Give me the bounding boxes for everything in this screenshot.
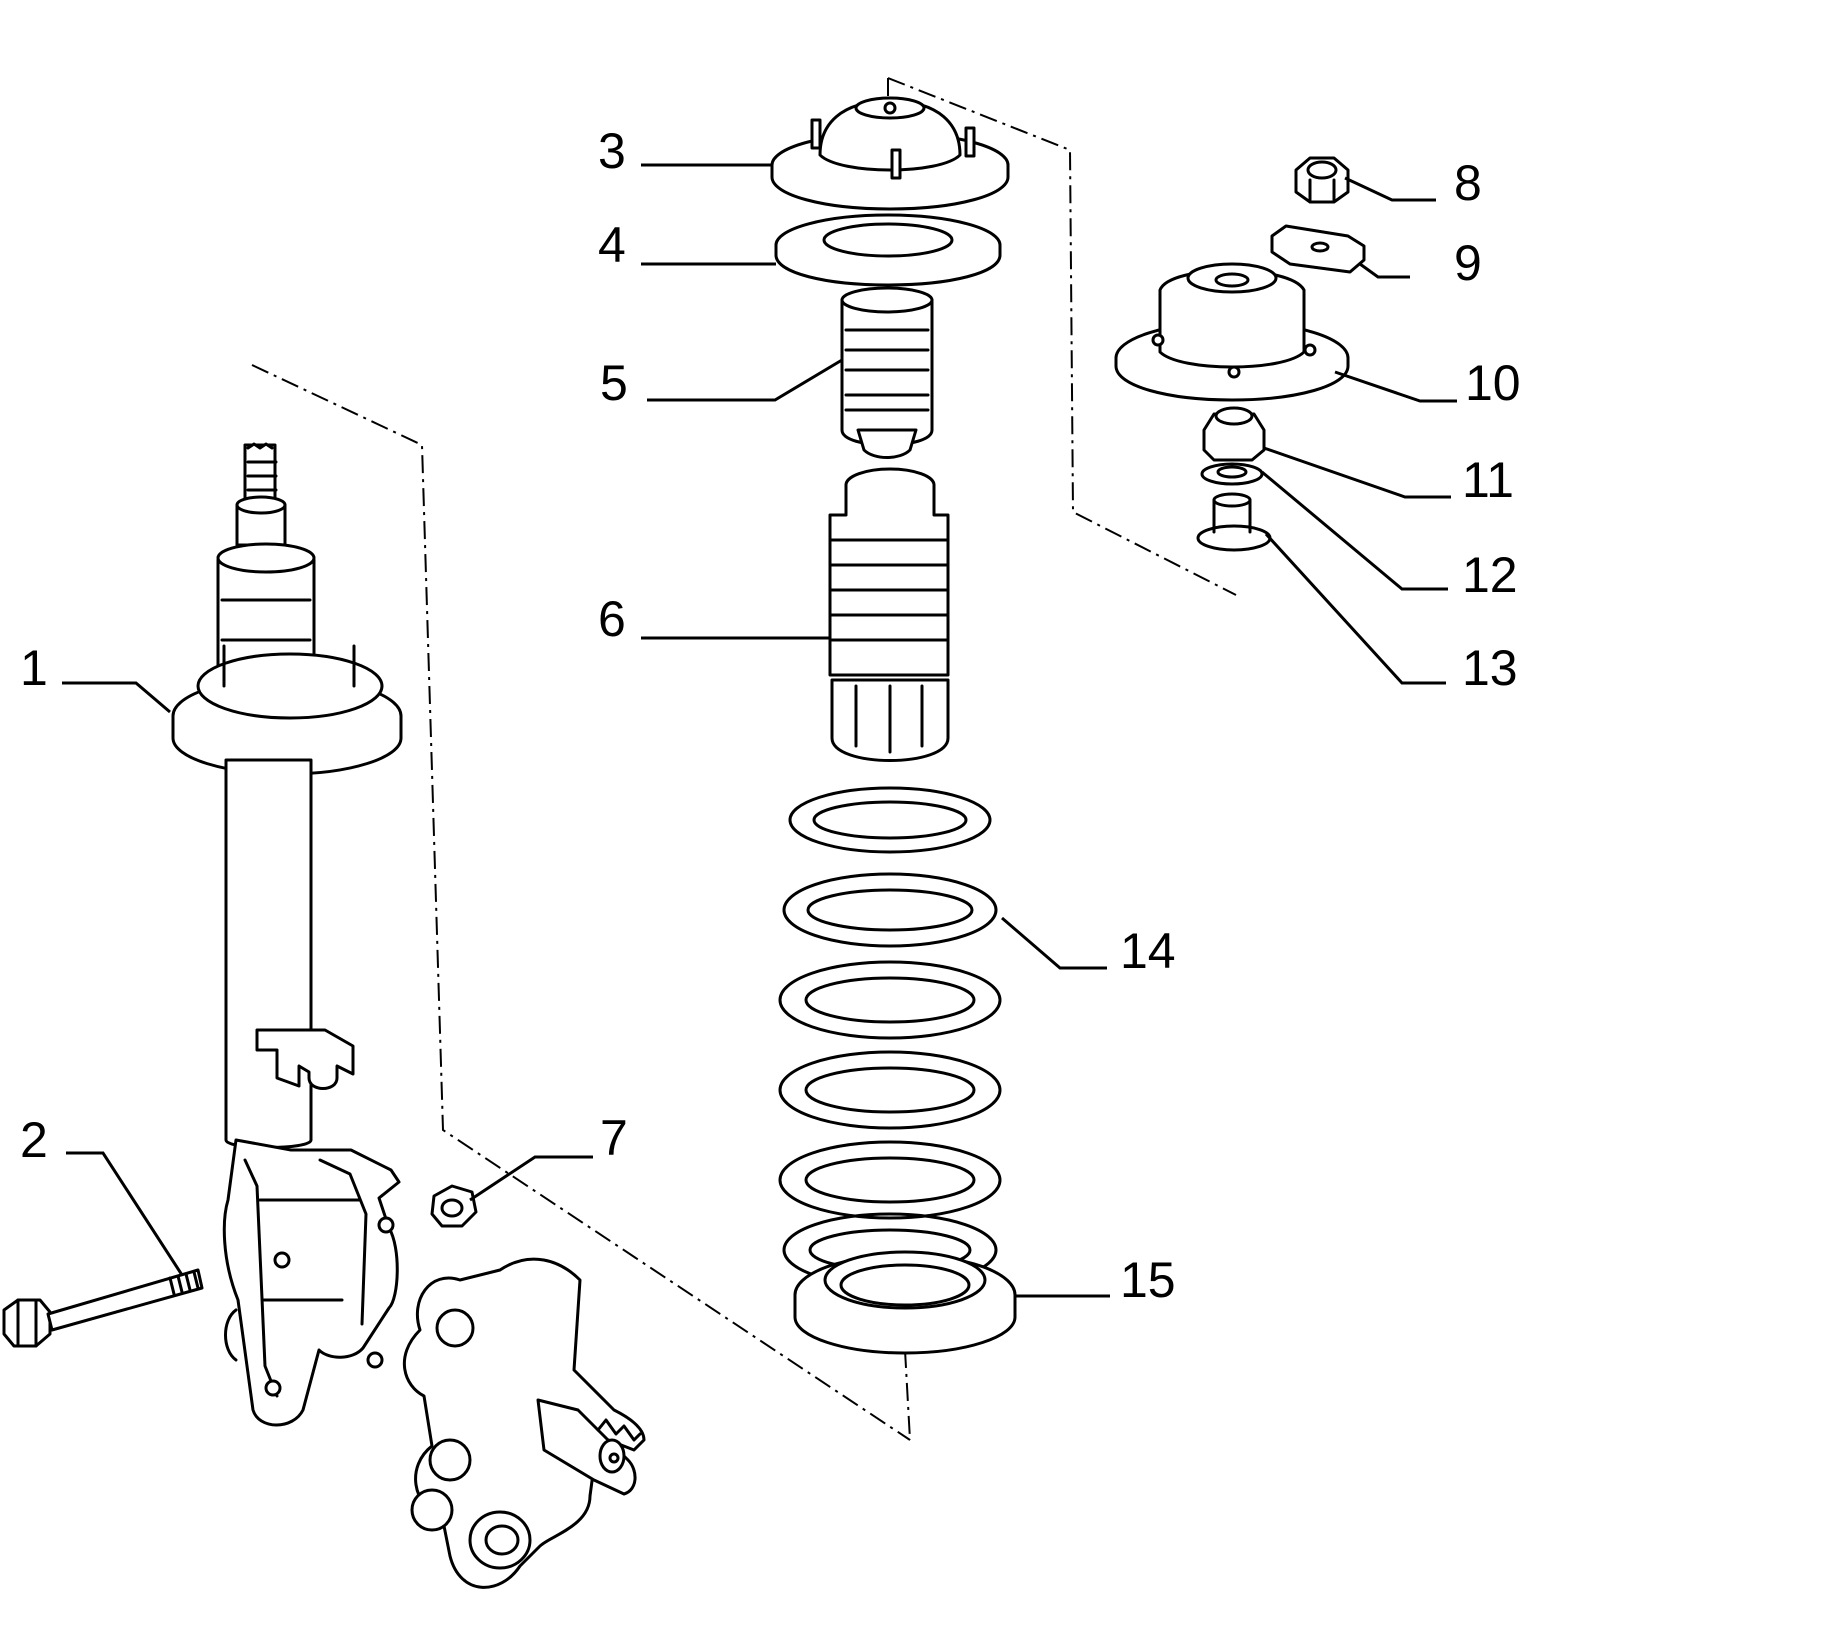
callout-13: 13 [1462, 640, 1518, 696]
part-12-washer[interactable] [1200, 462, 1264, 486]
leader-lines [62, 163, 1457, 1298]
part-11-nut[interactable] [1202, 406, 1266, 462]
part-7-nut[interactable] [430, 1184, 478, 1228]
callout-labels: 1 2 3 4 5 6 7 8 9 10 11 12 13 14 15 [20, 123, 1521, 1308]
callout-10: 10 [1465, 355, 1521, 411]
callout-3: 3 [598, 123, 626, 179]
callout-8: 8 [1454, 155, 1482, 211]
callout-12: 12 [1462, 547, 1518, 603]
callout-2: 2 [20, 1112, 48, 1168]
alignment-lines [251, 77, 1237, 1441]
callout-5: 5 [600, 355, 628, 411]
callout-9: 9 [1454, 235, 1482, 291]
part-10-upper-mount[interactable] [1114, 262, 1350, 402]
part-6-dust-boot[interactable] [828, 467, 950, 762]
callout-11: 11 [1462, 452, 1514, 508]
part-8-nut[interactable] [1294, 156, 1350, 204]
part-3-top-mount[interactable] [770, 96, 1010, 211]
part-9-plate[interactable] [1270, 224, 1366, 274]
callout-4: 4 [598, 217, 626, 273]
part-4-ring[interactable] [774, 213, 1002, 287]
part-15-spring-seat[interactable] [793, 1250, 1017, 1355]
steering-knuckle [402, 1257, 646, 1589]
part-2-bolt[interactable] [2, 1268, 204, 1348]
callout-15: 15 [1120, 1252, 1176, 1308]
callout-1: 1 [20, 640, 48, 696]
part-1-strut[interactable] [171, 442, 403, 1427]
part-14-coil-spring[interactable] [778, 786, 1002, 1288]
callout-14: 14 [1120, 923, 1176, 979]
part-13-bushing[interactable] [1196, 492, 1272, 552]
callout-6: 6 [598, 591, 626, 647]
part-5-bump-stop[interactable] [840, 286, 934, 459]
callout-7: 7 [600, 1110, 628, 1166]
